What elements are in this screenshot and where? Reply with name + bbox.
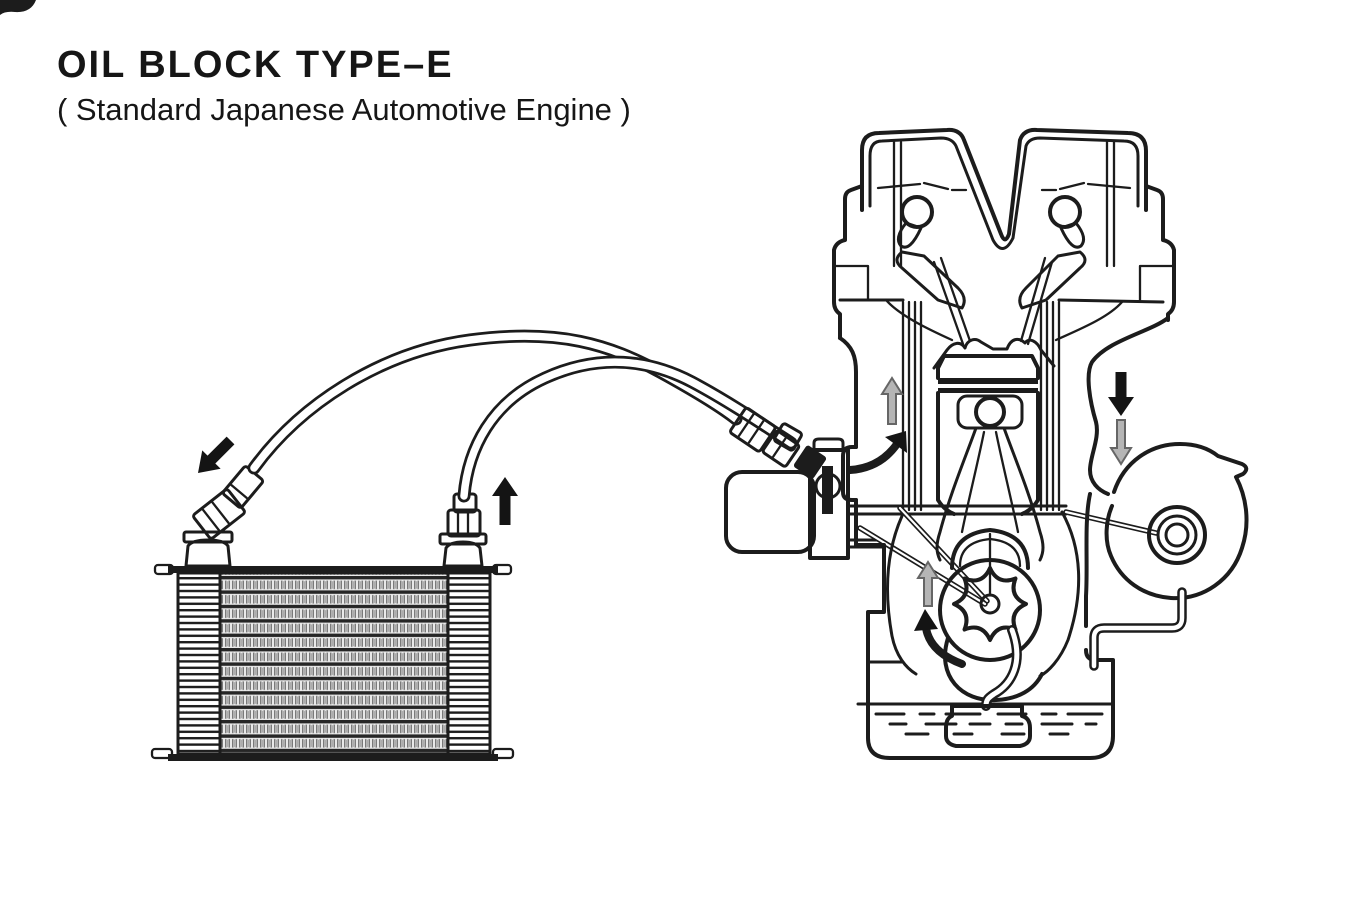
hose-fitting-collar	[773, 422, 803, 452]
oil-cooler-icon	[150, 465, 515, 761]
cooler-core	[218, 571, 450, 756]
connecting-rod	[935, 426, 1045, 562]
turbocharger	[1089, 442, 1249, 671]
flow-arrow-adapter	[846, 431, 907, 474]
block-left-wall	[838, 336, 858, 449]
diagram-title: OIL BLOCK TYPE–E ( Standard Japanese Aut…	[57, 44, 631, 128]
cooler-right-tank	[446, 571, 492, 756]
title-line2: ( Standard Japanese Automotive Engine )	[57, 91, 631, 127]
oil-hoses	[247, 329, 803, 503]
corner-artifact	[0, 0, 36, 15]
flow-arrow-block-left	[880, 376, 904, 425]
cooler-top-plate	[168, 566, 498, 573]
oil-pump-gear	[952, 532, 1028, 642]
valves	[884, 256, 1124, 346]
hose-elbow-dark	[793, 445, 827, 479]
oil-block-adapter-body	[808, 448, 850, 560]
oil-filter-icon	[724, 470, 816, 554]
cooler-bottom-plate	[168, 754, 498, 761]
adapter-center-bolt	[822, 466, 833, 514]
oil-level-dashes	[874, 712, 1106, 736]
title-line1: OIL BLOCK TYPE–E	[57, 44, 454, 86]
piston	[936, 354, 1040, 516]
cooler-left-tank	[176, 571, 222, 756]
cooler-tab	[150, 747, 174, 760]
cooler-tab	[491, 563, 513, 576]
oil-pickup	[944, 625, 1032, 748]
valve-cover	[832, 127, 1176, 340]
block-right-wall	[1086, 316, 1170, 496]
camshafts	[895, 195, 1087, 310]
combustion-chamber-roof	[932, 337, 1056, 370]
flow-arrows	[198, 372, 1134, 668]
oil-block-adapter-icon	[724, 437, 850, 560]
adapter-port-stub	[812, 437, 845, 452]
cooler-left-fitting	[182, 465, 265, 568]
flow-arrow-block-right-1	[1108, 372, 1134, 416]
cooler-right-fitting	[438, 492, 488, 568]
hose-fitting-chain	[729, 406, 801, 468]
cooler-tab	[491, 747, 515, 760]
flow-arrow-cooler-inlet	[198, 436, 235, 473]
engine-cross-section-icon	[832, 127, 1249, 760]
flow-arrow-pump	[916, 560, 940, 607]
oil-hose-icon	[457, 355, 798, 503]
cooler-tab	[153, 563, 175, 576]
flow-arrow-pump-rotation	[914, 609, 966, 668]
oil-hose-icon	[247, 329, 743, 475]
flow-arrow-block-right-2	[1109, 419, 1133, 466]
flow-arrow-cooler-outlet	[492, 477, 518, 525]
